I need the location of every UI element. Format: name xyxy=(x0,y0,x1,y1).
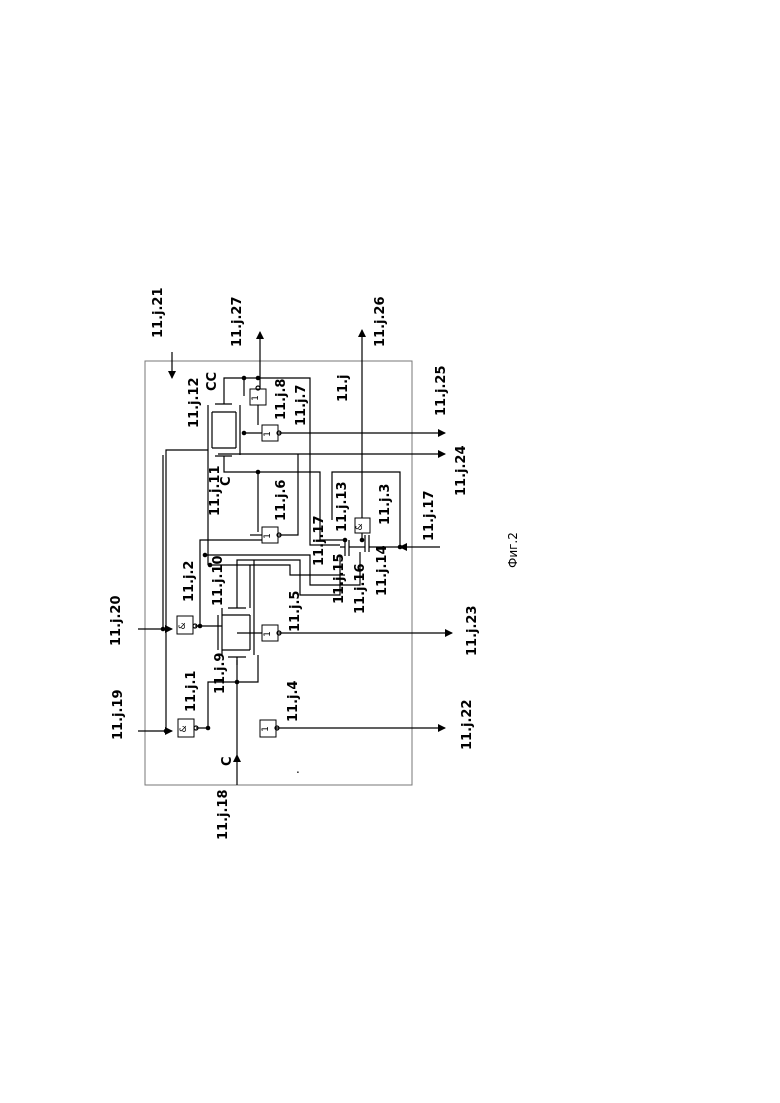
label-n15: 11.j.15 xyxy=(332,553,347,604)
not-gate-8-symbol: 1 xyxy=(251,395,261,401)
and-gate-2-symbol: & xyxy=(178,622,188,629)
label-pin-20: 11.j.20 xyxy=(109,595,124,646)
not-gate-7-symbol: 1 xyxy=(263,431,273,437)
label-signal-cc: CC xyxy=(205,372,220,391)
label-pin-27: 11.j.27 xyxy=(230,296,245,347)
tgate-9-right xyxy=(250,608,254,655)
label-pin-26: 11.j.26 xyxy=(373,296,388,347)
label-signal-c-bottom: C xyxy=(220,756,235,766)
not-gate-6-symbol: 1 xyxy=(263,533,273,539)
label-n10: 11.j.10 xyxy=(211,555,226,606)
label-block: 11.j xyxy=(336,375,351,403)
not-gate-5-symbol: 1 xyxy=(263,631,273,637)
label-pin-22: 11.j.22 xyxy=(460,699,475,750)
label-pin-18: 11.j.18 xyxy=(216,789,231,840)
label-pin-24: 11.j.24 xyxy=(454,445,469,496)
tgate-12-right xyxy=(236,405,240,455)
tgate-cluster xyxy=(345,535,369,556)
and-gate-1-symbol: & xyxy=(179,725,189,732)
label-pin-23: 11.j.23 xyxy=(465,605,480,656)
label-n7: 11.j.7 xyxy=(294,385,309,426)
label-n8: 11.j.8 xyxy=(274,379,289,420)
labels: 11.j.18 C 11.j.19 11.j.20 11.j.21 11.j.2… xyxy=(109,287,520,840)
figure-caption: Фиг.2 xyxy=(506,532,520,568)
label-n12: 11.j.12 xyxy=(187,377,202,428)
label-pin-19: 11.j.19 xyxy=(111,689,126,740)
label-pin-25: 11.j.25 xyxy=(434,365,449,416)
not-gate-4-symbol: 1 xyxy=(261,726,271,732)
svg-text:.: . xyxy=(296,762,300,776)
label-pin-21: 11.j.21 xyxy=(151,287,166,338)
tgate-11-left xyxy=(208,405,212,455)
label-n2: 11.j.2 xyxy=(182,561,197,602)
label-pin-17: 11.j.17 xyxy=(422,490,437,541)
label-n16: 11.j.16 xyxy=(353,563,368,614)
tgate-10-left xyxy=(218,608,222,655)
label-signal-c-top: C xyxy=(219,476,234,486)
label-n11: 11.j.11 xyxy=(208,465,223,516)
label-n4: 11.j.4 xyxy=(286,681,301,722)
label-n9: 11.j.9 xyxy=(213,653,228,694)
label-n17: 11.j.17 xyxy=(312,515,327,566)
label-n13: 11.j.13 xyxy=(335,481,350,532)
label-n6: 11.j.6 xyxy=(274,480,289,521)
label-n5: 11.j.5 xyxy=(288,591,303,632)
label-n14: 11.j.14 xyxy=(375,545,390,596)
and-gate-3-symbol: & xyxy=(355,523,365,530)
label-n1: 11.j.1 xyxy=(184,671,199,712)
label-n3: 11.j.3 xyxy=(378,484,393,525)
